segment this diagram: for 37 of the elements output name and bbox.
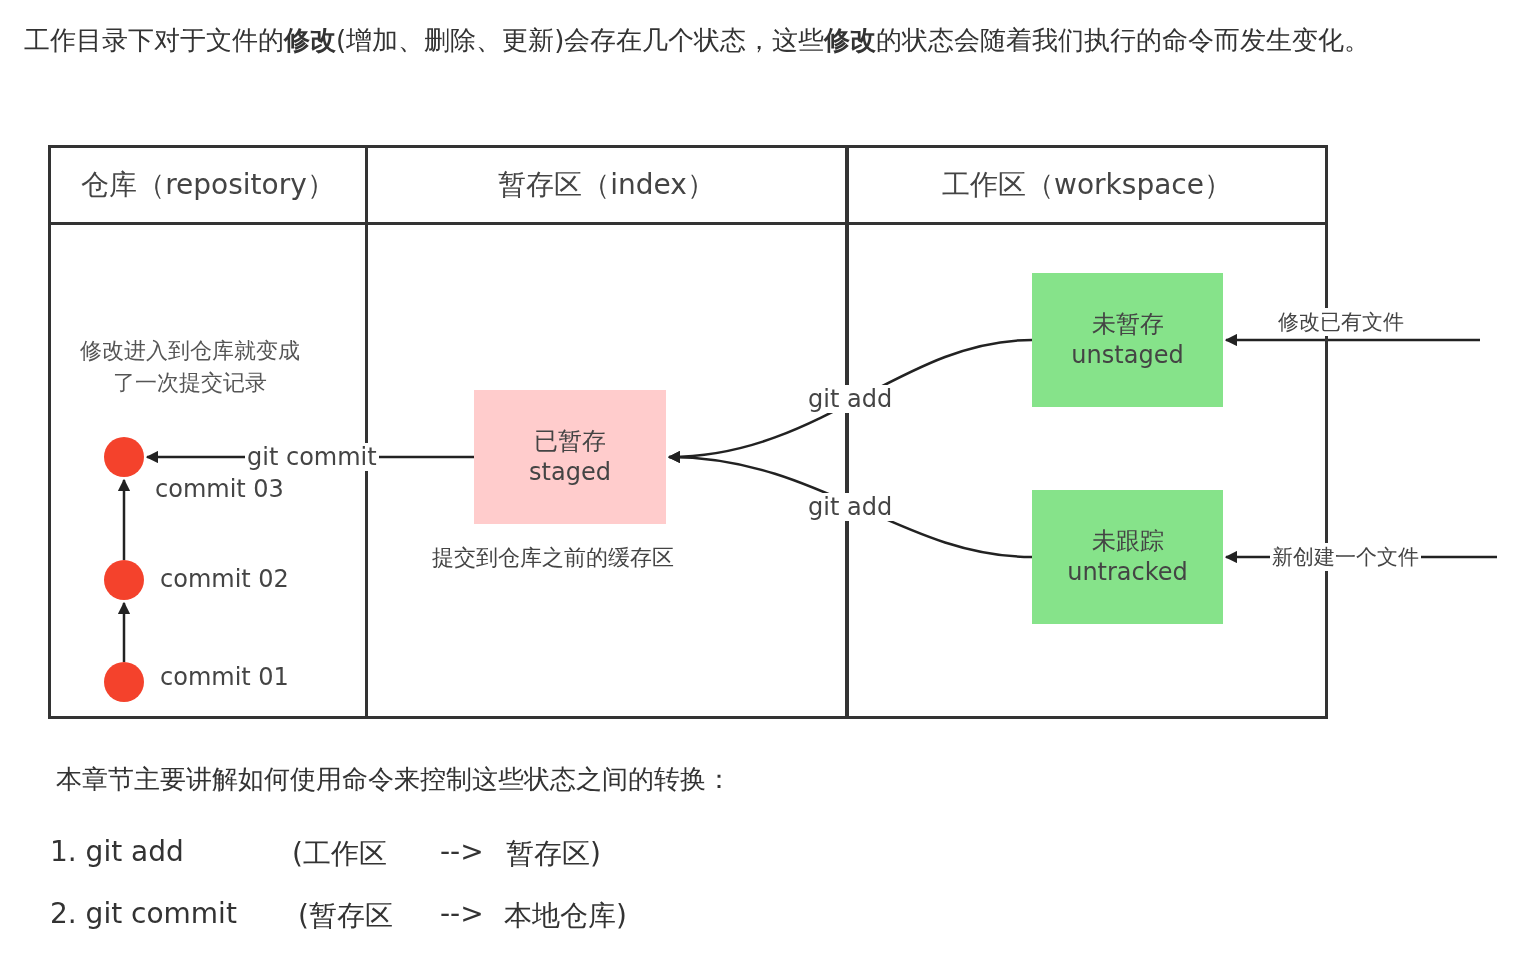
commit-dot bbox=[104, 437, 144, 477]
node-caption: 提交到仓库之前的缓存区 bbox=[432, 544, 674, 572]
list-item: 暂存区) bbox=[506, 836, 601, 872]
section-text: 本章节主要讲解如何使用命令来控制这些状态之间的转换： bbox=[56, 763, 732, 796]
state-label: 已暂存 bbox=[534, 425, 606, 457]
commit-dot bbox=[104, 662, 144, 702]
intro-text: 工作目录下对于文件的修改(增加、删除、更新)会存在几个状态，这些修改的状态会随着我们执行的命令而发生变化。 bbox=[24, 24, 1372, 57]
node-caption: commit 01 bbox=[160, 663, 289, 691]
state-box bbox=[474, 390, 666, 524]
state-box bbox=[1032, 490, 1223, 624]
list-item: --> bbox=[440, 835, 484, 868]
table-header-cell: 仓库（repository） bbox=[51, 148, 365, 225]
edge-label: git commit bbox=[245, 443, 379, 471]
note-text: 修改进入到仓库就变成了一次提交记录 bbox=[79, 337, 301, 397]
list-item: 1. git add bbox=[50, 835, 184, 868]
state-label: staged bbox=[529, 457, 611, 488]
arrow bbox=[117, 478, 131, 560]
node-caption: commit 02 bbox=[160, 565, 289, 593]
list-item: 2. git commit bbox=[50, 897, 237, 930]
list-item: --> bbox=[440, 897, 484, 930]
node-caption: commit 03 bbox=[155, 475, 284, 503]
edge-label: 修改已有文件 bbox=[1276, 308, 1406, 336]
edge-label: git add bbox=[806, 493, 895, 521]
state-label: unstaged bbox=[1071, 340, 1184, 371]
table-header-cell: 暂存区（index） bbox=[368, 148, 845, 225]
arrow bbox=[1224, 333, 1480, 347]
list-item: (暂存区 bbox=[298, 898, 393, 934]
table-header-cell: 工作区（workspace） bbox=[849, 148, 1325, 225]
state-label: 未暂存 bbox=[1091, 308, 1164, 340]
edge-label: 新创建一个文件 bbox=[1270, 543, 1421, 571]
state-label: 未跟踪 bbox=[1091, 525, 1164, 557]
list-item: 本地仓库) bbox=[504, 898, 627, 934]
list-item: (工作区 bbox=[292, 836, 387, 872]
commit-dot bbox=[104, 560, 144, 600]
arrow bbox=[117, 601, 131, 662]
state-label: untracked bbox=[1067, 557, 1188, 588]
state-box bbox=[1032, 273, 1223, 407]
